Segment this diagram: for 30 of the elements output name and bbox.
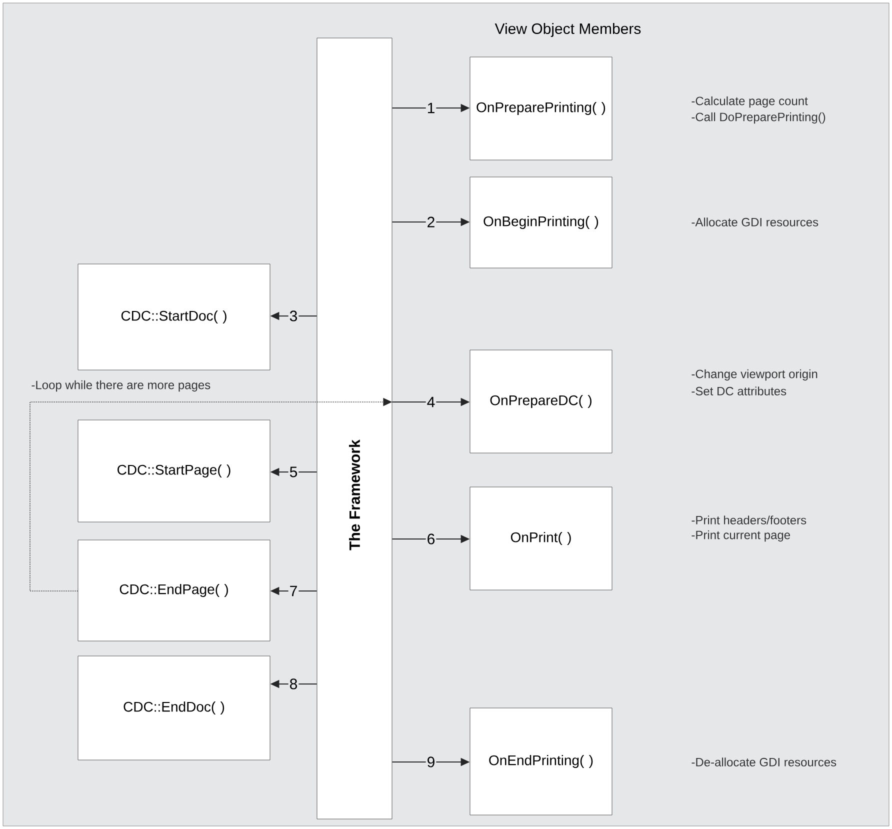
process-box: CDC::StartPage( ): [78, 420, 270, 522]
process-box: OnPrint( ): [470, 486, 612, 590]
title: View Object Members: [494, 23, 641, 37]
note-text: -De-allocate GDI resources: [692, 758, 836, 766]
note-text: -Set DC attributes: [692, 386, 786, 396]
process-box: OnEndPrinting( ): [470, 708, 612, 816]
note-text: -Call DoPreparePrinting(): [692, 112, 826, 124]
note-text: -Print current page: [692, 530, 790, 542]
note-text: -Calculate page count: [692, 96, 808, 108]
edge-label: 4: [427, 396, 435, 408]
edge-label: 5: [290, 466, 298, 478]
edge-label: 9: [428, 756, 434, 768]
note-text: -Allocate GDI resources: [692, 218, 818, 226]
edge-label: 6: [428, 534, 435, 544]
framework-label: The Framework: [349, 440, 360, 550]
edge-label: 7: [290, 586, 297, 596]
framework-bar: [316, 38, 392, 820]
edge-label: 1: [428, 102, 434, 114]
process-box: CDC::StartDoc( ): [78, 264, 270, 370]
edge-label: 3: [290, 310, 298, 322]
note-text: -Change viewport origin: [692, 369, 818, 381]
process-box: CDC::EndDoc( ): [78, 656, 270, 760]
process-box: OnPreparePrinting( ): [470, 56, 612, 160]
edge-label: 8: [290, 678, 298, 690]
edge-label: 2: [428, 216, 434, 228]
process-box: CDC::EndPage( ): [78, 540, 270, 642]
process-box: OnPrepareDC( ): [470, 350, 612, 454]
edge-label: -Loop while there are more pages: [32, 380, 210, 392]
note-text: -Print headers/footers: [692, 516, 806, 524]
process-box: OnBeginPrinting( ): [470, 176, 612, 268]
